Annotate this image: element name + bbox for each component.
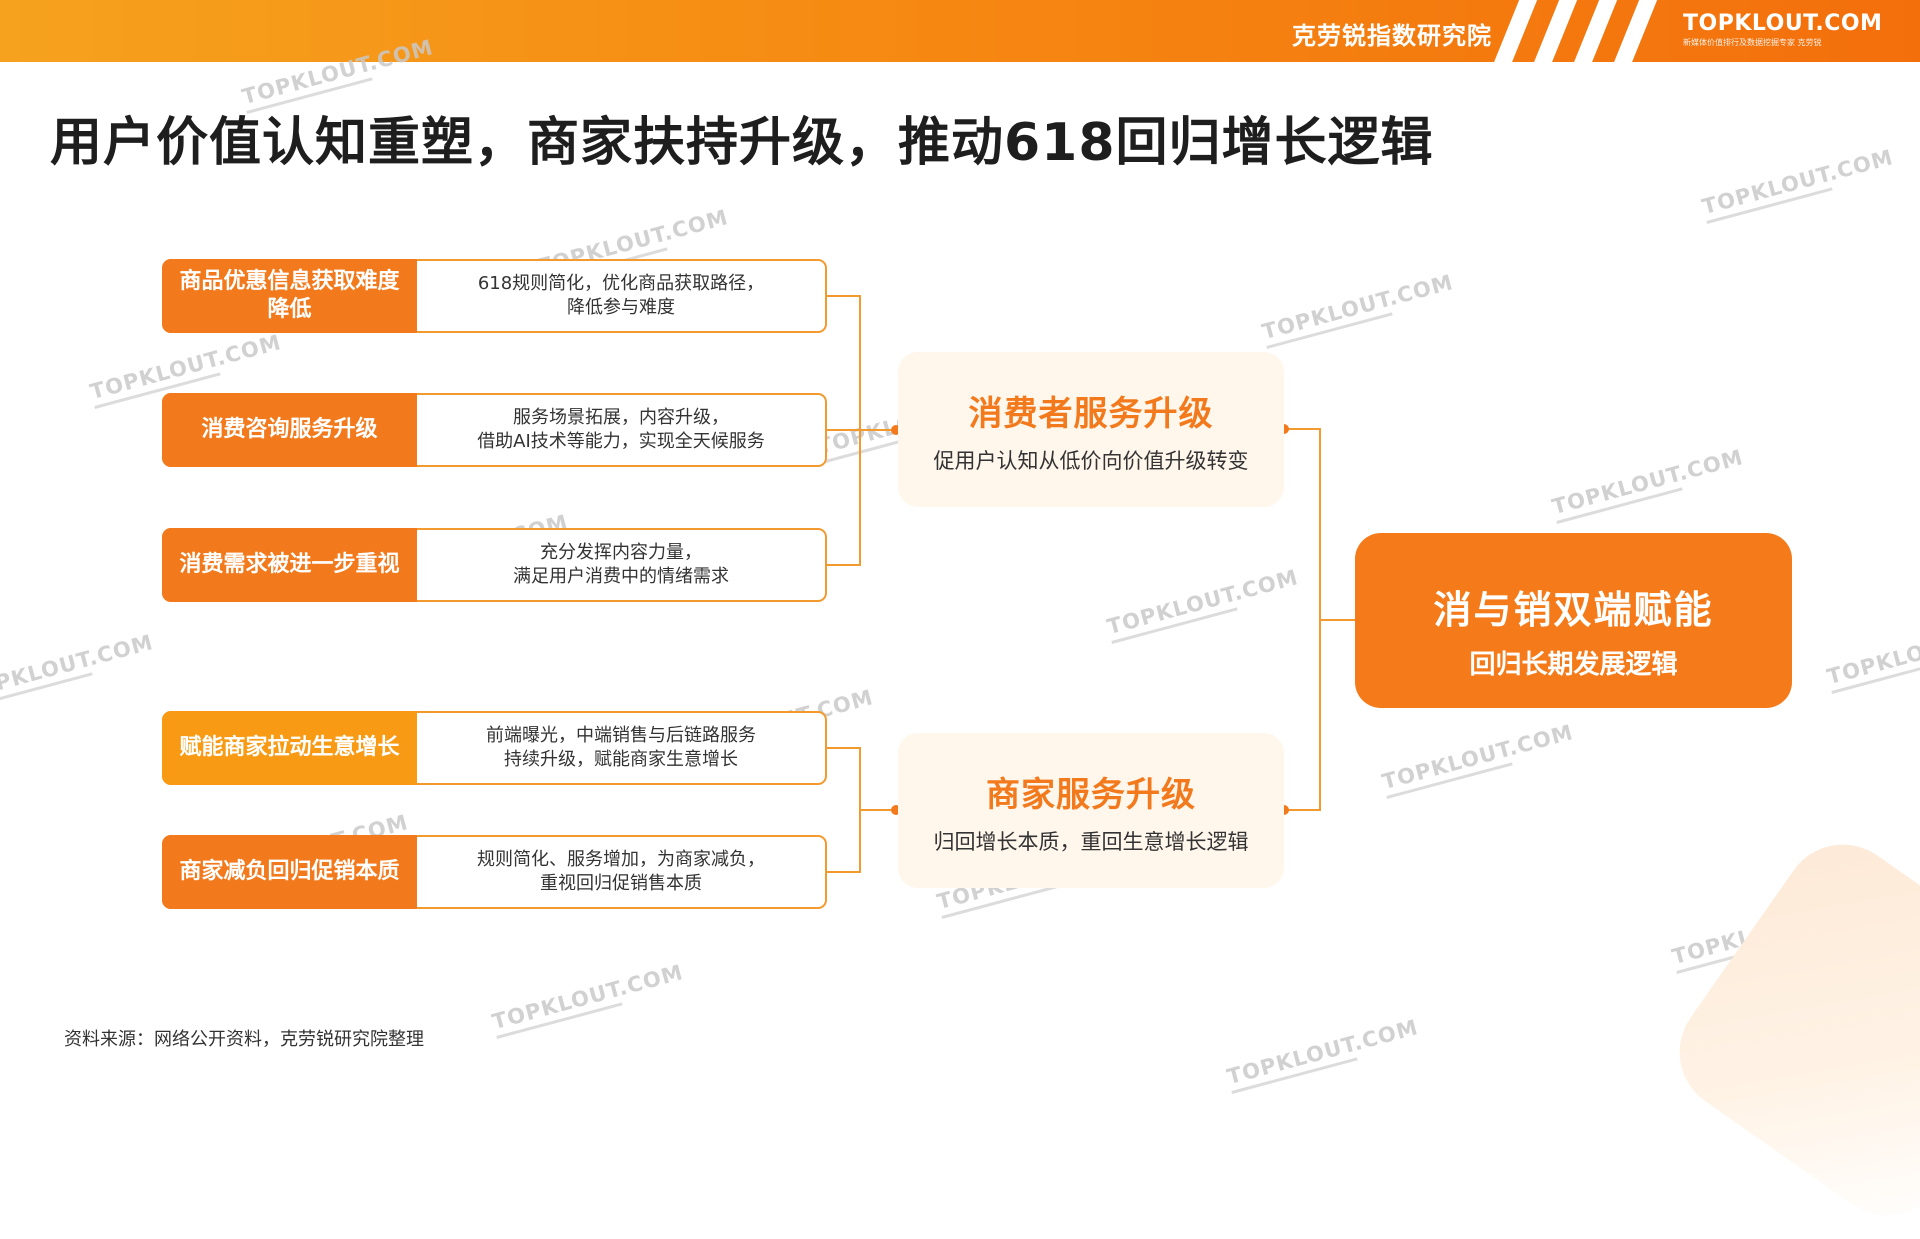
item-label: 商家减负回归促销本质 [162,835,417,909]
node-subtitle: 归回增长本质，重回生意增长逻辑 [933,830,1249,854]
item-description: 充分发挥内容力量，满足用户消费中的情绪需求 [513,542,729,587]
corner-decoration [1656,821,1920,1239]
banner-stripe [1526,0,1582,62]
merchant-service-node: 商家服务升级 归回增长本质，重回生意增长逻辑 [898,733,1284,888]
consumer-service-node: 消费者服务升级 促用户认知从低价向价值升级转变 [898,352,1284,507]
watermark: TOPKLOUT.COM [1225,1015,1422,1094]
item-description: 规则简化、服务增加，为商家减负，重视回归促销售本质 [477,849,765,894]
final-subtitle: 回归长期发展逻辑 [1469,650,1678,680]
brand-logo: TOPKLOUT.COM 新媒体价值排行及数据挖掘专家 克劳锐 [1683,11,1883,51]
watermark: TOPKLOUT.COM [1260,270,1457,349]
watermark: TOPKLOUT.COM [1825,615,1920,694]
merchant-item-growth: 赋能商家拉动生意增长 前端曝光，中端销售与后链路服务持续升级，赋能商家生意增长 [162,711,827,785]
item-description: 服务场景拓展，内容升级，借助AI技术等能力，实现全天候服务 [477,407,765,452]
item-description: 前端曝光，中端销售与后链路服务持续升级，赋能商家生意增长 [486,725,756,770]
item-description: 618规则简化，优化商品获取路径，降低参与难度 [477,273,765,318]
banner-stripe [1566,0,1622,62]
consumer-item-consulting: 消费咨询服务升级 服务场景拓展，内容升级，借助AI技术等能力，实现全天候服务 [162,393,827,467]
watermark: TOPKLOUT.COM [1380,720,1577,799]
logo-text: TOPKLOUT.COM [1683,11,1883,36]
merchant-item-burden-relief: 商家减负回归促销本质 规则简化、服务增加，为商家减负，重视回归促销售本质 [162,835,827,909]
item-label: 消费需求被进一步重视 [162,528,417,602]
consumer-item-info-access: 商品优惠信息获取难度降低 618规则简化，优化商品获取路径，降低参与难度 [162,259,827,333]
dual-empowerment-node: 消与销双端赋能 回归长期发展逻辑 [1355,533,1792,708]
item-label: 消费咨询服务升级 [162,393,417,467]
consumer-item-demand: 消费需求被进一步重视 充分发挥内容力量，满足用户消费中的情绪需求 [162,528,827,602]
final-title: 消与销双端赋能 [1433,588,1714,632]
logo-subtext: 新媒体价值排行及数据挖掘专家 克劳锐 [1683,38,1822,47]
watermark: TOPKLOUT.COM [1550,445,1747,524]
watermark: TOPKLOUT.COM [0,630,157,709]
source-note: 资料来源：网络公开资料，克劳锐研究院整理 [64,1029,424,1050]
header-banner: 克劳锐指数研究院 TOPKLOUT.COM 新媒体价值排行及数据挖掘专家 克劳锐 [0,0,1920,62]
banner-stripe [1606,0,1662,62]
watermark: TOPKLOUT.COM [490,960,687,1039]
watermark: TOPKLOUT.COM [1105,565,1302,644]
item-label: 赋能商家拉动生意增长 [162,711,417,785]
node-title: 商家服务升级 [986,775,1196,815]
item-label: 商品优惠信息获取难度降低 [162,259,417,333]
node-subtitle: 促用户认知从低价向价值升级转变 [933,449,1249,473]
org-name: 克劳锐指数研究院 [1292,22,1492,50]
node-title: 消费者服务升级 [968,394,1214,434]
page-title: 用户价值认知重塑，商家扶持升级，推动618回归增长逻辑 [50,113,1434,173]
